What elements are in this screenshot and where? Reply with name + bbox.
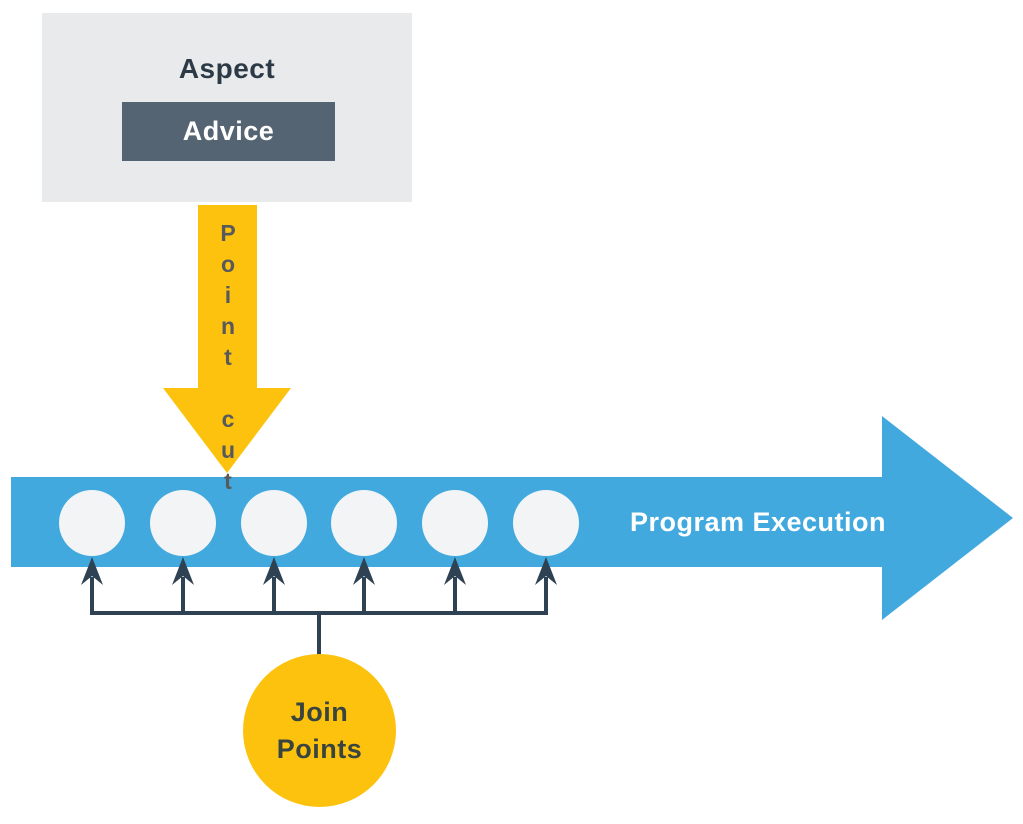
join-point-circle <box>331 490 397 556</box>
join-points-label-line2: Points <box>276 733 363 764</box>
join-point-circle <box>59 490 125 556</box>
join-points-label-line1: Join <box>290 697 349 728</box>
join-point-circle <box>241 490 307 556</box>
pointcut-arrowhead-icon <box>163 388 291 473</box>
join-point-circle <box>150 490 216 556</box>
aspect-box: Aspect Advice <box>42 13 412 202</box>
join-point-circle <box>422 490 488 556</box>
pointcut-arrow-shaft <box>198 205 257 389</box>
join-point-circle <box>513 490 579 556</box>
advice-box: Advice <box>122 102 335 161</box>
pointcut-label-wrap: Point cut <box>198 220 257 499</box>
advice-label: Advice <box>182 116 275 146</box>
execution-arrowhead-icon <box>882 416 1013 620</box>
execution-label: Program Execution <box>629 506 887 537</box>
join-points-circle: Join Points <box>243 654 396 807</box>
pointcut-label: Point cut <box>215 220 241 499</box>
aspect-title: Aspect <box>178 53 276 84</box>
